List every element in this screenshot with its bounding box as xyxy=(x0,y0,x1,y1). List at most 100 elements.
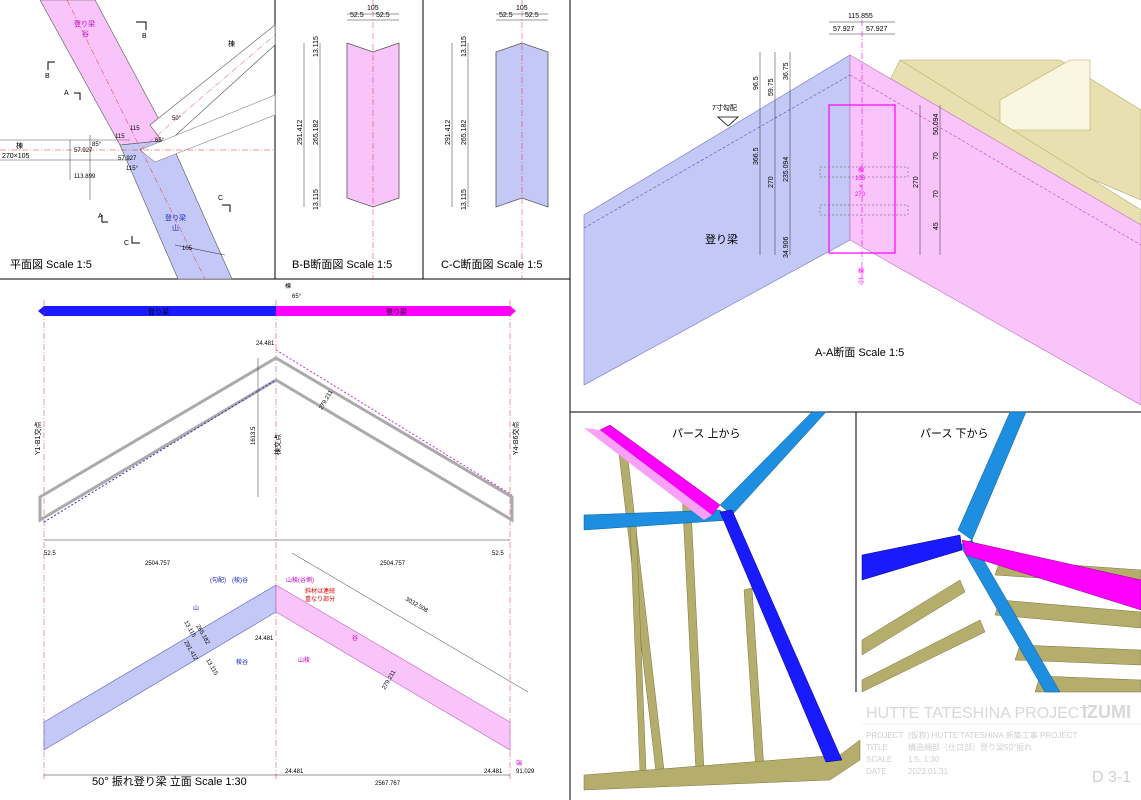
section-aa: 7寸勾配 登り梁 棟 105 × 270 棟 芯 115.855 57.927 … xyxy=(583,13,1141,406)
tb-row3-key: DATE xyxy=(866,767,887,776)
bb-dim-half1: 52.5 xyxy=(350,12,364,19)
elev-dim-10: 24.481 xyxy=(285,769,304,775)
plan-caption: 平面図 Scale 1:5 xyxy=(10,258,92,271)
plan-dim-5: 65° xyxy=(155,138,165,144)
cc-side-2: 291.412 xyxy=(445,120,452,145)
plan-beam-upper xyxy=(39,0,171,146)
bb-side-2: 291.412 xyxy=(297,120,304,145)
aa-ridge-size: 105 xyxy=(855,176,866,182)
elev-dim-6: 2504.757 xyxy=(380,561,406,567)
aa-ridge-label: 棟 xyxy=(858,166,864,174)
bb-caption: B-B断面図 Scale 1:5 xyxy=(292,257,392,271)
bb-dim-total: 105 xyxy=(367,5,379,12)
tb-logo: IZUMI xyxy=(1082,702,1131,722)
elev-note-mountain-side: 山稜 xyxy=(298,656,310,664)
cc-side-4: 13.115 xyxy=(461,189,468,210)
tb-row0-key: PROJECT xyxy=(866,731,903,740)
persp-top: パース 上から xyxy=(583,411,861,791)
plan-ridge xyxy=(149,24,276,146)
aa-left-3: 59.75 xyxy=(768,78,775,96)
aa-left-7: 34.906 xyxy=(783,236,790,258)
plan-beam-lower xyxy=(119,139,233,280)
elev-note-mountain: 山 xyxy=(193,604,199,612)
bb-side-1: 13.115 xyxy=(313,36,320,57)
elev-sec-4: 13.115 xyxy=(204,658,218,677)
cc-dim-total: 105 xyxy=(516,5,528,12)
persp-top-caption: パース 上から xyxy=(672,427,741,440)
section-bb: 105 52.5 52.5 13.115 291.412 265.182 13.… xyxy=(292,0,400,279)
plan-view: B B A A C C 登り梁 谷 登り梁 山 棟 棟 270×105 105 … xyxy=(0,0,276,280)
plan-dim-9: 113.899 xyxy=(74,174,96,180)
plan-sec-c: C xyxy=(218,195,223,202)
title-block: HUTTE TATESHINA PROJECT IZUMI PROJECT (仮… xyxy=(862,702,1141,786)
elev-note-end: 端 xyxy=(516,759,522,767)
aa-top-dim: 115.855 xyxy=(848,13,873,20)
aa-caption: A-A断面 Scale 1:5 xyxy=(815,345,904,359)
elev-y4-label: Y4-B6交点 xyxy=(511,422,520,455)
elev-dim-13: 91.029 xyxy=(516,769,535,775)
plan-sec-a: A xyxy=(64,90,69,97)
elev-beam-right xyxy=(275,584,511,751)
aa-center-label: 棟 xyxy=(858,267,864,275)
aa-left-5: 270 xyxy=(768,176,775,188)
plan-label-purlin: 棟 xyxy=(16,141,23,150)
cc-dim-half1: 52.5 xyxy=(499,12,513,19)
plan-sec-b2: B xyxy=(45,73,50,80)
tb-project-big: HUTTE TATESHINA PROJECT xyxy=(866,705,1089,722)
cc-dim-half2: 52.5 xyxy=(525,12,539,19)
persp-bottom: パース 下から xyxy=(861,411,1141,693)
elev-ridge-label: 棟交点 xyxy=(273,434,282,455)
persp-bottom-caption: パース 下から xyxy=(920,427,989,440)
elev-dim-2: 1613.5 xyxy=(251,426,257,445)
plan-dim-10: 115 xyxy=(130,126,140,132)
plan-label-ridge: 棟 xyxy=(228,39,235,48)
plan-label-beam-bot2: 山 xyxy=(172,223,179,232)
tb-sheet: D 3-1 xyxy=(1092,769,1131,786)
tb-row2-val: 1:5, 1:30 xyxy=(908,755,940,764)
plan-sec-c2: C xyxy=(124,240,129,247)
aa-right-2: 70 xyxy=(933,152,940,160)
aa-top-half1: 57.927 xyxy=(833,26,855,33)
tb-row0-val: (仮称) HUTTE TATESHINA 新築工事 PROJECT xyxy=(908,730,1077,740)
elev-ridge-top: 棟 xyxy=(285,282,291,290)
elev-y1-label: Y1-B1交点 xyxy=(33,422,42,455)
elev-bar-right-label: 登り梁 xyxy=(386,307,407,316)
aa-right-5: 45 xyxy=(933,222,940,230)
elevation-view: 登り梁 登り梁 棟 65° Y1-B1交点 棟交点 Y4-B6交点 24.481… xyxy=(33,282,535,788)
cc-side-1: 13.115 xyxy=(461,36,468,57)
aa-ridge-size2: × xyxy=(859,184,863,190)
elev-note-red2: 重なり部分 xyxy=(305,595,335,603)
tb-row1-val: 構造細部（仕口部）登り梁50°振れ xyxy=(908,742,1032,752)
aa-right-3: 270 xyxy=(913,176,920,188)
plan-label-beam-top2: 谷 xyxy=(82,29,89,38)
elev-beam-left xyxy=(43,584,277,751)
plan-dim-7: 115° xyxy=(126,166,139,172)
elev-note-valley-side: 稜谷 xyxy=(236,658,248,666)
elev-dim-11: 24.481 xyxy=(484,769,503,775)
elev-bar-left-label: 登り梁 xyxy=(148,307,169,316)
plan-label-purlin-size: 270×105 xyxy=(2,153,30,160)
elev-dim-8: 24.481 xyxy=(255,636,274,642)
plan-dim-6: 50° xyxy=(172,116,182,122)
elev-dim-9: 3032.508 xyxy=(404,597,429,615)
plan-label-beam-bot: 登り梁 xyxy=(165,213,186,222)
aa-center-label2: 芯 xyxy=(858,277,864,285)
elev-note-right-top: 山稜(谷側) xyxy=(286,576,314,584)
aa-left-1: 36.75 xyxy=(783,62,790,80)
tb-row2-key: SCALE xyxy=(866,755,892,764)
elev-dim-4: 52.5 xyxy=(44,551,56,557)
elev-note-valley: 谷 xyxy=(352,634,358,642)
bb-side-3: 265.182 xyxy=(313,120,320,145)
aa-left-4: 366.5 xyxy=(753,147,760,165)
plan-dim-2: 57.927 xyxy=(118,156,137,162)
elev-dim-5: 2504.757 xyxy=(145,561,171,567)
elev-bar-left xyxy=(38,306,276,316)
plan-label-beam-top: 登り梁 xyxy=(74,19,95,28)
section-cc: 105 52.5 52.5 13.115 291.412 265.182 13.… xyxy=(441,0,549,279)
elevation-caption: 50° 振れ登り梁 立面 Scale 1:30 xyxy=(92,774,247,788)
aa-ridge-size3: 270 xyxy=(855,192,866,198)
bb-dim-half2: 52.5 xyxy=(376,12,390,19)
plan-dim-3: 115 xyxy=(115,134,125,140)
